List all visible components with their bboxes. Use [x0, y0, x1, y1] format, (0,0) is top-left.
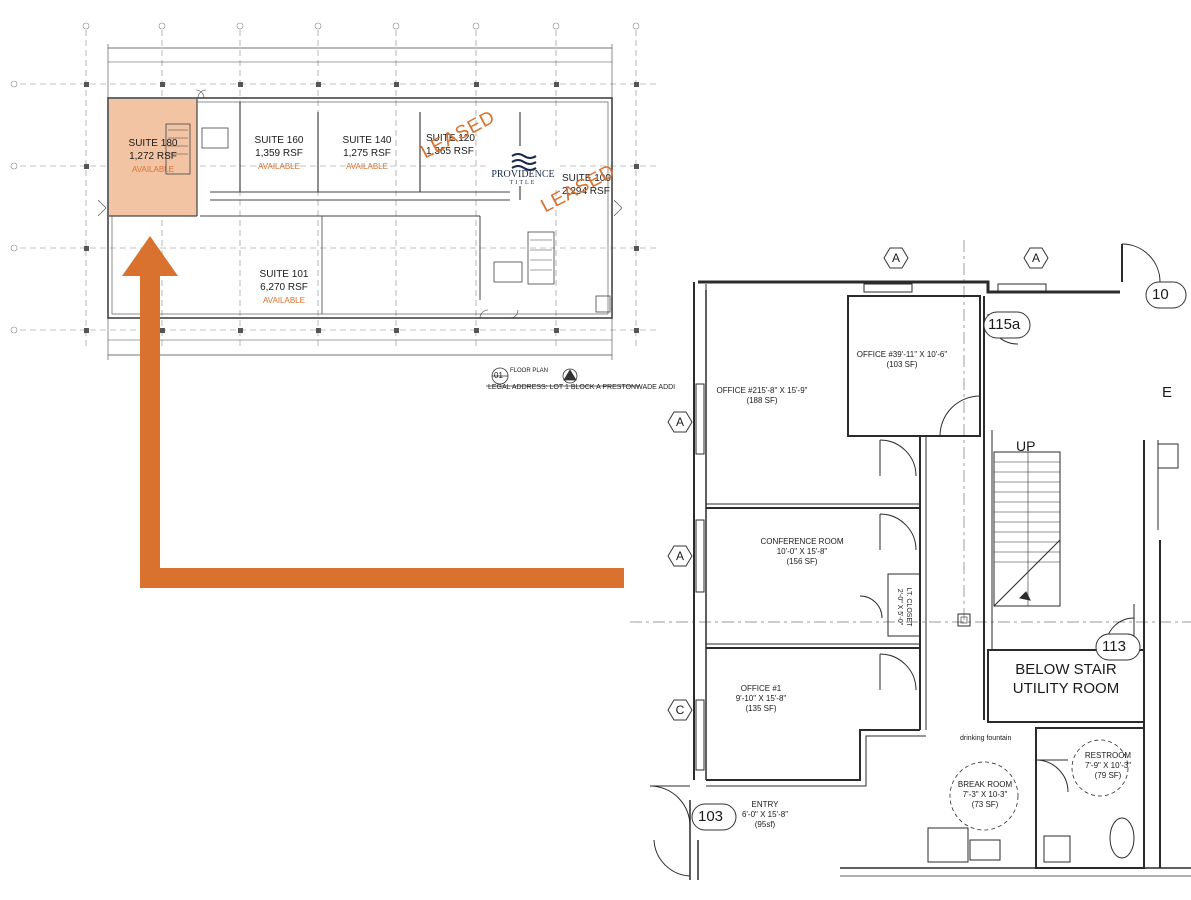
- suite-160-label: SUITE 160 1,359 RSF AVAILABLE: [240, 134, 318, 173]
- suite-140-rsf: 1,275 RSF: [343, 148, 391, 159]
- suite-120-label: SUITE 140 SUITE 120 1,365 RSF: [426, 132, 486, 158]
- room-office-2-size: 15'-8" X 15'-9": [756, 386, 808, 395]
- room-lt-closet: LT. CLOSET 2'-0" X 5'-0": [895, 577, 913, 637]
- room-office-1: OFFICE #1 9'-10" X 15'-8" (135 SF): [716, 684, 806, 714]
- suite-180-label: SUITE 180 1,272 RSF AVAILABLE: [110, 137, 196, 176]
- room-office-1-area: (135 SF): [745, 704, 777, 713]
- providence-logo-name: PROVIDENCE: [491, 169, 555, 180]
- room-restroom-name: RESTROOM: [1084, 751, 1132, 760]
- room-office-3-size: 9'-11" X 10'-6": [897, 350, 948, 359]
- room-conference-area: (156 SF): [786, 557, 818, 566]
- room-office-2: OFFICE #215'-8" X 15'-9" (188 SF): [712, 386, 812, 406]
- suite-180-status: AVAILABLE: [132, 165, 174, 174]
- room-break: BREAK ROOM 7'-3" X 10-3" (73 SF): [950, 780, 1020, 810]
- suite-160-status: AVAILABLE: [258, 162, 300, 171]
- room-tag-113: 113: [1102, 638, 1126, 655]
- room-restroom: RESTROOM 7'-9" X 10'-3" (79 SF): [1076, 751, 1140, 781]
- suite-160-rsf: 1,359 RSF: [255, 148, 303, 159]
- suite-180-rsf: 1,272 RSF: [129, 151, 177, 162]
- room-office-2-area: (188 SF): [746, 396, 778, 405]
- suite-180-highlight: [109, 99, 197, 216]
- room-break-name: BREAK ROOM: [957, 780, 1013, 789]
- suite-101-label: SUITE 101 6,270 RSF AVAILABLE: [244, 268, 324, 307]
- grid-tag-a-1: A: [891, 251, 900, 265]
- suite-101-status: AVAILABLE: [263, 296, 305, 305]
- suite-101-name: SUITE 101: [259, 269, 309, 280]
- grid-tag-a-4: A: [675, 549, 684, 563]
- suite-120-title: SUITE 120: [426, 133, 475, 144]
- suite-140-name: SUITE 140: [342, 135, 392, 146]
- suite-100-name: SUITE 100: [562, 173, 611, 184]
- room-utility: BELOW STAIR UTILITY ROOM: [990, 660, 1142, 698]
- room-tag-shapes: [691, 281, 1187, 831]
- title-block-symbols: [486, 367, 640, 387]
- providence-logo-sub: TITLE: [509, 180, 537, 186]
- room-tag-103: 103: [698, 808, 724, 825]
- suite-160-name: SUITE 160: [254, 135, 304, 146]
- suite-100-rsf: 2,294 RSF: [562, 186, 610, 197]
- room-conference: CONFERENCE ROOM 10'-0" X 15'-8" (156 SF): [744, 537, 860, 567]
- room-office-3-name: OFFICE #39'-11" X 10'-6": [856, 350, 948, 359]
- grid-tag-a-2: A: [1031, 251, 1040, 265]
- room-utility-line1: BELOW STAIR: [1015, 661, 1117, 678]
- room-office-3: OFFICE #39'-11" X 10'-6" (103 SF): [852, 350, 952, 370]
- grid-tag-c: C: [675, 703, 685, 717]
- grid-tag-shapes: [667, 247, 1049, 721]
- room-utility-line2: UTILITY ROOM: [1012, 680, 1120, 697]
- room-office-1-size: 9'-10" X 15'-8": [735, 694, 787, 703]
- title-block-legal: LEGAL ADDRESS: LOT 1 BLOCK A PRESTONWADE…: [488, 384, 676, 391]
- room-lt-closet-name: LT. CLOSET: [905, 587, 912, 627]
- drinking-fountain-label: drinking fountain: [960, 735, 1012, 742]
- pointer-arrow: [122, 236, 624, 588]
- detail-plan: [630, 240, 1191, 880]
- room-conference-size: 10'-0" X 15'-8": [776, 547, 828, 556]
- room-office-1-name: OFFICE #1: [740, 684, 782, 693]
- overview-plan: [10, 22, 660, 360]
- room-entry-name: ENTRY: [751, 800, 779, 809]
- room-entry-area: (95sf): [754, 820, 776, 829]
- suite-140-status: AVAILABLE: [346, 162, 388, 171]
- room-restroom-size: 7'-9" X 10'-3": [1084, 761, 1132, 770]
- room-restroom-area: (79 SF): [1094, 771, 1122, 780]
- grid-tag-a-3: A: [675, 415, 684, 429]
- room-entry: ENTRY 6'-0" X 15'-8" (95sf): [730, 800, 800, 830]
- room-conference-name: CONFERENCE ROOM: [760, 537, 844, 546]
- title-block-label: FLOOR PLAN: [510, 368, 549, 374]
- suite-100-label: SUITE 100 2,294 RSF: [562, 172, 616, 198]
- room-tag-115a: 115a: [988, 316, 1021, 333]
- stair-up-label: UP: [1016, 438, 1036, 454]
- room-office-3-area: (103 SF): [886, 360, 918, 369]
- title-block-number: 01: [494, 371, 503, 380]
- suite-140-label: SUITE 140 1,275 RSF AVAILABLE: [328, 134, 406, 173]
- providence-logo: PROVIDENCE TITLE: [488, 170, 558, 188]
- suite-101-rsf: 6,270 RSF: [260, 282, 308, 293]
- room-entry-size: 6'-0" X 15'-8": [741, 810, 789, 819]
- room-tag-10: 10: [1152, 286, 1169, 303]
- providence-logo-icon: [488, 146, 558, 186]
- room-break-area: (73 SF): [971, 800, 999, 809]
- room-lt-closet-size: 2'-0" X 5'-0": [896, 588, 903, 626]
- suite-180-name: SUITE 180: [128, 138, 178, 149]
- room-office-2-name: OFFICE #215'-8" X 15'-9": [716, 386, 808, 395]
- suite-120-rsf: 1,365 RSF: [426, 146, 474, 157]
- room-break-size: 7'-3" X 10-3": [962, 790, 1008, 799]
- edge-letter: E: [1162, 384, 1173, 401]
